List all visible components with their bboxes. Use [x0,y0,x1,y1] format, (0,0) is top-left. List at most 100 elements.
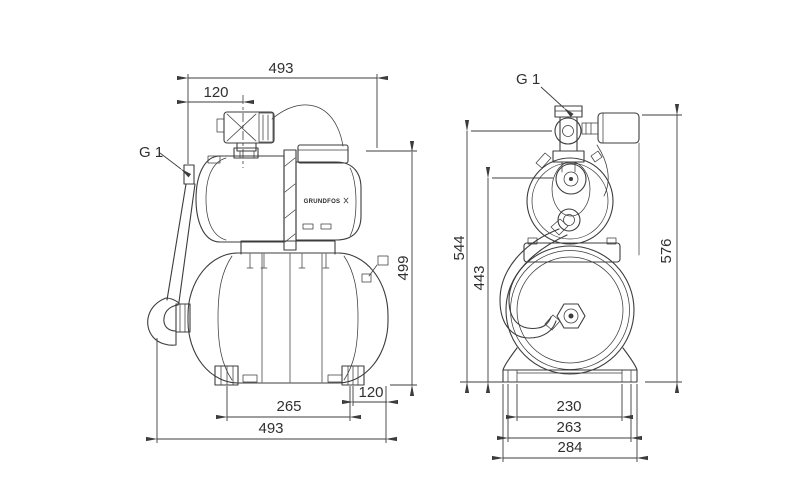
tank-left-seam [217,255,233,381]
grundfos-logo-mark-icon [343,197,349,204]
motor-body [295,161,362,241]
switch-flange [239,150,255,159]
dim-port-height: 544 [451,120,552,393]
tank-flange-hatch [179,303,186,333]
pump-housing-outer [526,157,614,245]
hose-connector-bottom [544,314,561,331]
dim-overall-length-bottom: 493 [146,338,397,443]
ejector-hatch [284,157,296,243]
dim-foot-to-end: 120 [342,384,398,406]
motor: GRUNDFOS [295,144,362,241]
inlet-port [183,164,195,185]
union-nut [554,117,582,145]
pump-housing-inner [531,162,609,240]
saddle-base [502,347,638,383]
tank-flange [175,303,191,333]
pipe-line-2 [178,183,196,303]
dim-label-port-height: 544 [451,235,468,260]
support-bracket-front [523,237,621,263]
pipe-line-1 [166,183,187,301]
dim-overall-length-top: 493 [177,60,388,164]
port-callout-left: G 1 [139,144,192,178]
switch-nipple [581,122,599,135]
tank-weld-seams [261,253,323,383]
dim-label-ejector-height: 443 [471,265,488,290]
tank-foot-left [214,365,239,386]
pressure-switch [216,111,275,159]
plug-boss [551,161,591,217]
dim-foot-arch-width: 230 [506,384,633,421]
port-callout-right: G 1 [516,71,574,117]
cable-front [596,144,609,197]
grundfos-logo: GRUNDFOS [304,199,341,205]
clamp-tab-right [590,150,603,163]
motor-end-curve [349,167,357,237]
switch-neck [236,142,257,152]
pressure-switch-cross-icon [226,112,274,143]
dim-label-foot-spacing: 265 [276,398,301,415]
clamp-tab-left [535,152,552,169]
dim-label-overall-length-top: 493 [268,60,293,77]
dim-foot-spacing: 265 [216,386,361,421]
pressure-switch-box [223,111,275,144]
base-tab-left [242,374,258,383]
pressure-switch-side [581,112,640,256]
tank-right-seam [343,255,359,381]
bracket-bolt-right [606,237,617,245]
elbow [147,297,180,346]
tank-foot-right-hatch [347,365,359,386]
tank-end-outer [505,245,635,375]
tank-center-fitting [556,303,586,329]
tank-front-view [499,228,638,383]
dim-pump-height: 499 [366,141,417,396]
dim-saddle-width: 263 [497,384,642,442]
port-cap [554,105,583,118]
cable [271,104,344,147]
terminal-box [297,144,349,164]
dim-overall-height: 576 [642,104,682,393]
left-view: GRUNDFOS [147,104,389,386]
base-tab-right [327,374,343,383]
dim-base-width: 284 [492,384,648,462]
pump-front-view [526,150,614,245]
motor-vent-2 [320,223,332,230]
tank-end-ring [510,250,630,370]
motor-vent-1 [302,223,314,230]
air-valve [361,255,389,283]
pressure-switch-tab [216,118,225,133]
inlet-pipe-elbow [147,183,196,346]
dim-label-port-offset: 120 [203,84,228,101]
support-bracket [240,240,336,269]
tank-shell [187,252,389,384]
port-label-right: G 1 [516,71,540,88]
right-view-dimensions: G 1 544 443 576 230 263 [451,71,682,462]
flex-hose [499,228,568,339]
dim-label-foot-to-end: 120 [358,384,383,401]
union-nut-center [562,125,574,137]
bracket-bolts [246,253,330,269]
pump-body [183,147,297,251]
bracket-front-plate [523,242,621,263]
tank-side-view [187,252,389,386]
dim-label-base-width: 284 [557,439,582,456]
tank-foot-left-hatch [220,365,234,386]
right-view [499,105,640,383]
hex-fitting [556,303,586,329]
priming-plug-front [555,163,587,195]
bracket-bolt-left [527,237,538,245]
dim-ejector-height: 443 [471,167,553,393]
discharge-port [233,147,259,159]
dim-label-foot-arch-width: 230 [556,398,581,415]
dim-label-pump-height: 499 [395,255,412,280]
tank-end-dish [516,256,624,364]
bracket-plate [240,240,336,255]
drain-fitting [557,208,581,232]
leader-arrow-right [540,86,574,117]
leader-arrow-left [159,152,192,178]
pump-casing [195,155,285,243]
port-label-left: G 1 [139,144,163,161]
pump-cap-seam [205,157,227,241]
dim-label-saddle-width: 263 [556,419,581,436]
dim-port-offset: 120 [177,84,254,168]
